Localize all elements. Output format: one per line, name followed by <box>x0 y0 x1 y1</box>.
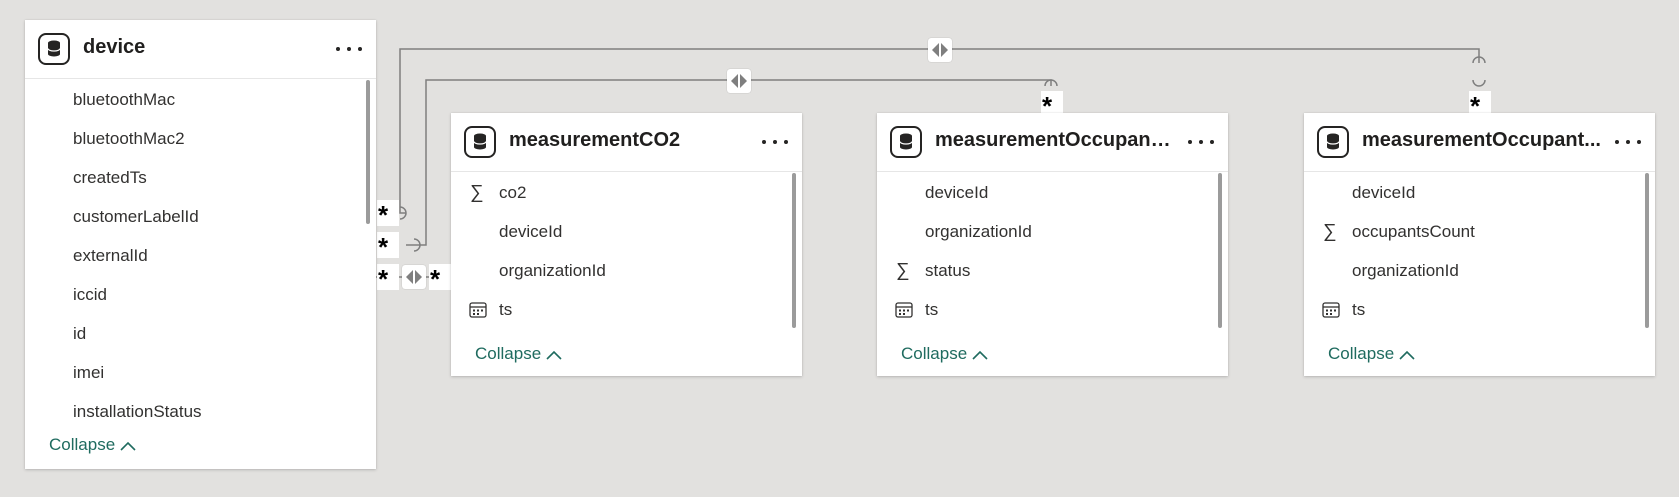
table-card-header: measurementCO2 <box>451 113 802 172</box>
database-icon <box>464 126 496 158</box>
more-options-icon[interactable] <box>1188 133 1214 151</box>
chevron-up-icon <box>120 441 136 451</box>
scrollbar[interactable] <box>792 173 796 328</box>
field-name: ts <box>1352 300 1366 319</box>
more-options-icon[interactable] <box>1615 133 1641 151</box>
field-name: co2 <box>499 183 527 202</box>
calendar-icon <box>1322 302 1340 318</box>
field-name: bluetoothMac <box>73 90 176 109</box>
table-title: measurementCO2 <box>509 129 681 151</box>
cardinality-many-marker: * <box>430 264 441 294</box>
field-name: imei <box>73 363 105 382</box>
collapse-label: Collapse <box>901 344 968 363</box>
more-options-icon[interactable] <box>336 40 362 58</box>
field-name: deviceId <box>1352 183 1416 202</box>
more-options-icon[interactable] <box>762 133 788 151</box>
field-name: deviceId <box>925 183 989 202</box>
field-name: bluetoothMac2 <box>73 129 185 148</box>
field-row[interactable]: id <box>25 316 362 352</box>
sigma-icon: ∑ <box>896 260 910 281</box>
field-row[interactable]: deviceId <box>1304 175 1641 211</box>
cardinality-many-marker: * <box>1042 91 1053 121</box>
chevron-up-icon <box>1399 350 1415 360</box>
collapse-label: Collapse <box>49 435 116 454</box>
cardinality-many-marker: * <box>378 232 389 262</box>
field-row[interactable]: ∑ co2 <box>451 175 788 211</box>
database-icon <box>38 33 70 65</box>
table-title: device <box>83 36 146 58</box>
cardinality-box <box>1041 91 1063 117</box>
scrollbar[interactable] <box>1218 173 1222 328</box>
collapse-label: Collapse <box>1328 344 1395 363</box>
cardinality-box <box>377 232 399 258</box>
field-name: occupantsCount <box>1352 222 1475 241</box>
field-row[interactable]: imei <box>25 355 362 391</box>
bidirectional-filter-icon[interactable] <box>727 69 751 93</box>
field-name: status <box>925 261 971 280</box>
calendar-icon <box>469 302 487 318</box>
table-card-device[interactable]: device bluetoothMac bluetoothMac2 create… <box>25 20 376 469</box>
field-name: customerLabelId <box>73 207 199 226</box>
field-row[interactable]: organizationId <box>1304 253 1641 289</box>
sigma-icon: ∑ <box>1323 221 1337 242</box>
field-name: organizationId <box>1352 261 1459 280</box>
chevron-up-icon <box>546 350 562 360</box>
cardinality-many-marker: * <box>1470 91 1481 121</box>
cardinality-many-marker: * <box>378 200 389 230</box>
sigma-icon: ∑ <box>470 182 484 203</box>
table-card-header: device <box>25 20 376 79</box>
cardinality-box <box>429 264 451 290</box>
table-card-measurementco2[interactable]: measurementCO2 ∑ co2 deviceId organizatio… <box>451 113 802 376</box>
field-name: organizationId <box>499 261 606 280</box>
field-row[interactable]: organizationId <box>877 214 1214 250</box>
field-name: createdTs <box>73 168 147 187</box>
field-row[interactable]: deviceId <box>451 214 788 250</box>
cardinality-box <box>1469 91 1491 117</box>
cardinality-many-marker: * <box>378 264 389 294</box>
field-name: ts <box>499 300 513 319</box>
cardinality-box <box>377 264 399 290</box>
field-row[interactable]: customerLabelId <box>25 199 362 235</box>
collapse-button[interactable]: Collapse <box>901 344 989 364</box>
field-row[interactable]: ts <box>877 292 1214 328</box>
collapse-button[interactable]: Collapse <box>49 435 137 455</box>
field-row[interactable]: organizationId <box>451 253 788 289</box>
field-row[interactable]: ts <box>1304 292 1641 328</box>
field-row[interactable]: iccid <box>25 277 362 313</box>
field-row[interactable]: createdTs <box>25 160 362 196</box>
field-name: id <box>73 324 87 343</box>
field-row[interactable]: ∑ status <box>877 253 1214 289</box>
cardinality-box <box>377 200 399 226</box>
chevron-up-icon <box>972 350 988 360</box>
calendar-icon <box>895 302 913 318</box>
scrollbar[interactable] <box>366 80 370 224</box>
field-row[interactable]: installationStatus <box>25 394 362 430</box>
database-icon <box>890 126 922 158</box>
table-card-header: measurementOccupanc... <box>877 113 1228 172</box>
table-card-header: measurementOccupant... <box>1304 113 1655 172</box>
scrollbar[interactable] <box>1645 173 1649 328</box>
field-row[interactable]: ∑ occupantsCount <box>1304 214 1641 250</box>
collapse-button[interactable]: Collapse <box>1328 344 1416 364</box>
field-row[interactable]: deviceId <box>877 175 1214 211</box>
field-row[interactable]: externalId <box>25 238 362 274</box>
field-row[interactable]: ts <box>451 292 788 328</box>
field-row[interactable]: bluetoothMac2 <box>25 121 362 157</box>
collapse-label: Collapse <box>475 344 542 363</box>
database-icon <box>1317 126 1349 158</box>
collapse-button[interactable]: Collapse <box>475 344 563 364</box>
table-card-measurementoccupant[interactable]: measurementOccupant... deviceId ∑ occupan… <box>1304 113 1655 376</box>
table-title: measurementOccupanc... <box>935 129 1176 151</box>
field-name: externalId <box>73 246 148 265</box>
field-row[interactable]: bluetoothMac <box>25 82 362 118</box>
table-title: measurementOccupant... <box>1362 129 1601 151</box>
field-name: deviceId <box>499 222 563 241</box>
field-name: installationStatus <box>73 402 202 421</box>
field-name: ts <box>925 300 939 319</box>
table-card-measurementoccupancy[interactable]: measurementOccupanc... deviceId organiza… <box>877 113 1228 376</box>
bidirectional-filter-icon[interactable] <box>928 38 952 62</box>
bidirectional-filter-icon[interactable] <box>402 265 426 289</box>
field-name: organizationId <box>925 222 1032 241</box>
field-name: iccid <box>73 285 108 304</box>
